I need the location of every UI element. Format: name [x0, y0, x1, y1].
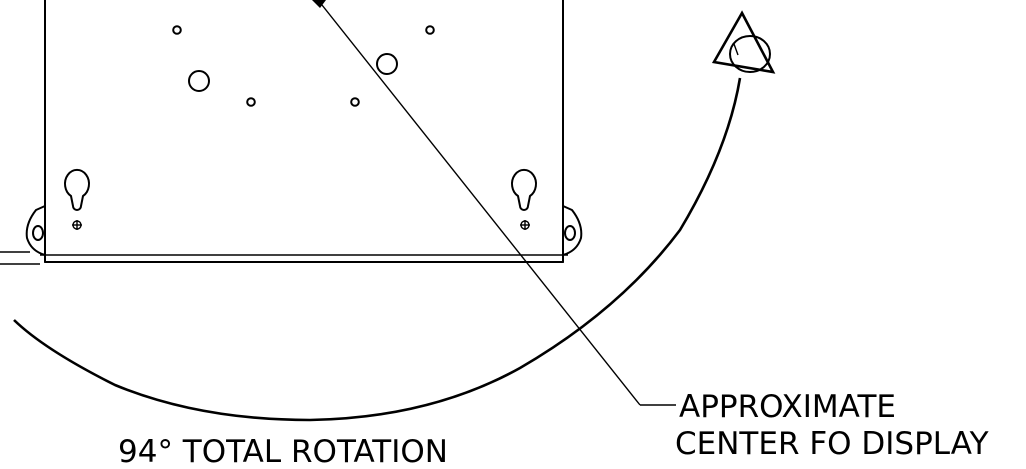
- keyhole-slot: [64, 168, 90, 211]
- hole-small: [246, 97, 256, 107]
- rotation-arc: [13, 10, 776, 422]
- hole-small: [350, 97, 360, 107]
- rotation-arc-line: [13, 77, 742, 422]
- screw-icon: [72, 220, 82, 230]
- leader-line: [317, 0, 641, 406]
- display-center-circle: [729, 35, 771, 73]
- callout-text-line2: CENTER FO DISPLAY: [675, 426, 989, 462]
- display-tick: [733, 43, 739, 56]
- callout-text-line1: APPROXIMATE: [679, 389, 896, 425]
- left-mounting-tab: [25, 205, 46, 256]
- right-keyhole: [511, 168, 537, 230]
- left-keyhole: [64, 168, 90, 230]
- left-tab-slot: [32, 225, 44, 241]
- leader-arrow-icon: [312, 0, 326, 8]
- arrowhead-icon: [711, 10, 776, 74]
- mounting-plate: [40, 0, 568, 263]
- hole-small: [425, 25, 435, 35]
- rotation-label: 94° TOTAL ROTATION: [118, 434, 448, 469]
- screw-icon: [520, 220, 530, 230]
- keyhole-slot: [511, 168, 537, 211]
- hole-large: [188, 70, 210, 92]
- plate-holes: [172, 25, 435, 107]
- right-tab-slot: [564, 225, 576, 241]
- left-reference-lines: [0, 251, 40, 265]
- hole-small: [172, 25, 182, 35]
- hole-large: [376, 53, 398, 75]
- right-mounting-tab: [562, 205, 583, 256]
- callout-leader: [312, 0, 676, 406]
